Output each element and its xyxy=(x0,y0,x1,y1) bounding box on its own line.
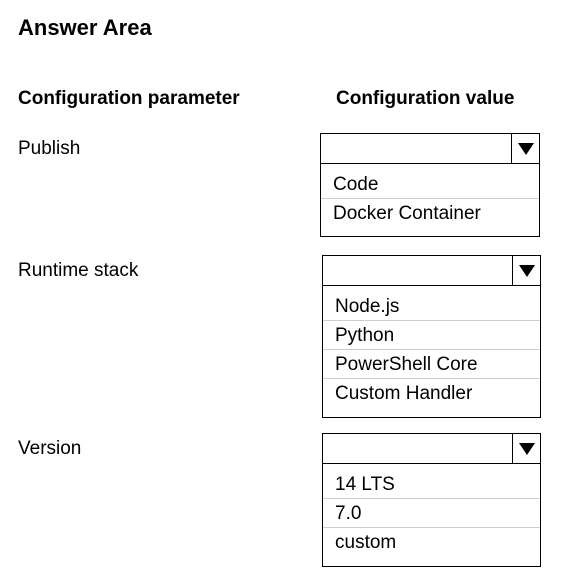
version-dropdown-arrow[interactable] xyxy=(512,434,540,463)
version-label: Version xyxy=(18,438,82,459)
runtime-stack-dropdown-arrow[interactable] xyxy=(512,256,540,285)
triangle-down-icon xyxy=(518,442,535,455)
publish-dropdown-arrow[interactable] xyxy=(511,134,539,163)
version-option-custom[interactable]: custom xyxy=(335,532,397,553)
version-dropdown[interactable]: 14 LTS 7.0 custom xyxy=(322,433,541,567)
version-option-7-0[interactable]: 7.0 xyxy=(323,499,540,528)
triangle-down-icon xyxy=(518,264,535,277)
runtime-option-python[interactable]: Python xyxy=(323,321,540,350)
version-option-14-lts[interactable]: 14 LTS xyxy=(323,470,540,499)
runtime-stack-selected-value xyxy=(323,256,510,285)
publish-label: Publish xyxy=(18,138,81,159)
answer-area-title: Answer Area xyxy=(18,15,152,40)
runtime-option-custom-handler[interactable]: Custom Handler xyxy=(335,383,473,404)
publish-options: Code Docker Container xyxy=(321,164,539,231)
version-options: 14 LTS 7.0 custom xyxy=(323,464,540,560)
runtime-stack-label: Runtime stack xyxy=(18,260,139,281)
runtime-stack-dropdown[interactable]: Node.js Python PowerShell Core Custom Ha… xyxy=(322,255,541,418)
publish-dropdown-header[interactable] xyxy=(321,134,539,164)
publish-option-code[interactable]: Code xyxy=(321,170,539,199)
publish-dropdown[interactable]: Code Docker Container xyxy=(320,133,540,237)
publish-option-docker-container[interactable]: Docker Container xyxy=(333,203,481,224)
version-selected-value xyxy=(323,434,510,463)
runtime-stack-dropdown-header[interactable] xyxy=(323,256,540,286)
value-column-header: Configuration value xyxy=(336,88,515,109)
publish-selected-value xyxy=(321,134,509,163)
triangle-down-icon xyxy=(517,142,534,155)
runtime-option-nodejs[interactable]: Node.js xyxy=(323,292,540,321)
version-dropdown-header[interactable] xyxy=(323,434,540,464)
parameter-column-header: Configuration parameter xyxy=(18,88,240,109)
runtime-stack-options: Node.js Python PowerShell Core Custom Ha… xyxy=(323,286,540,411)
runtime-option-powershell-core[interactable]: PowerShell Core xyxy=(323,350,540,379)
